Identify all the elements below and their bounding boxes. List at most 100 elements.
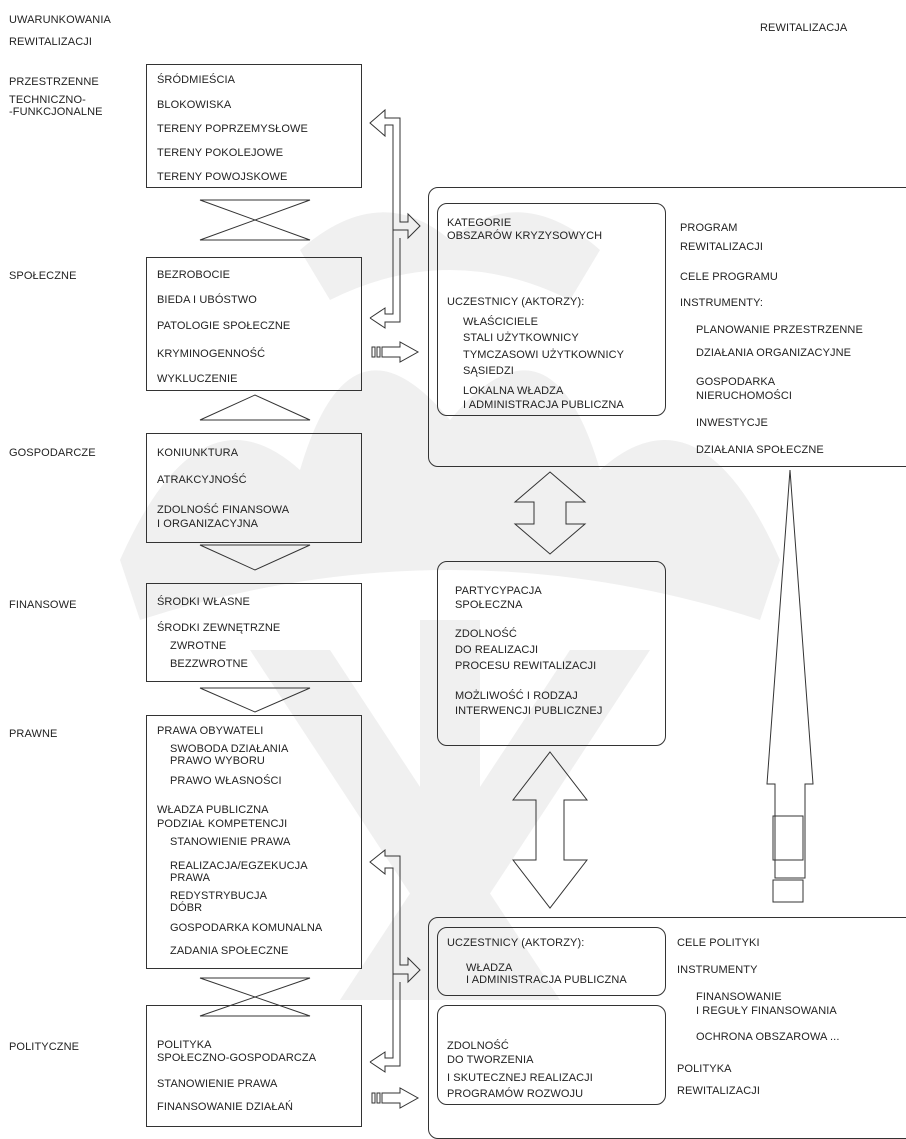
finansowe-item: ZWROTNE [170, 640, 227, 652]
middle-item: PROCESU REWITALIZACJI [455, 660, 597, 672]
cat-finansowe: FINANSOWE [9, 599, 77, 611]
box-middle [437, 561, 666, 746]
polityczne-item: POLITYKA [157, 1039, 212, 1051]
cat-prawne: PRAWNE [9, 728, 58, 740]
bracket-arrow-top-bottom [369, 230, 394, 319]
prawne-item: WŁADZA PUBLICZNA [157, 804, 269, 816]
prawne-item: PRAWO WŁASNOŚCI [170, 775, 282, 787]
program-item: NIERUCHOMOŚCI [696, 390, 793, 402]
kryzys-uczestnicy: UCZESTNICY (AKTORZY): [447, 296, 585, 308]
kryzys-item: I ADMINISTRACJA PUBLICZNA [463, 399, 624, 411]
przestrzenne-item: BLOKOWISKA [157, 99, 232, 111]
middle-item: INTERWENCJI PUBLICZNEJ [455, 705, 603, 717]
down-arrow-1 [199, 544, 311, 571]
polityka-instrumenty: INSTRUMENTY [677, 964, 758, 976]
striped-arrow-1 [371, 341, 420, 363]
header-right: REWITALIZACJA [760, 22, 848, 34]
kryzys-title-1: KATEGORIE [447, 217, 512, 229]
program-item: DZIAŁANIA SPOŁECZNE [696, 444, 824, 456]
middle-item: DO REALIZACJI [455, 644, 539, 656]
bottom-zdolnosc-item: DO TWORZENIA [447, 1054, 534, 1066]
prawne-item: PRAWA OBYWATELI [157, 725, 264, 737]
polityka-item: FINANSOWANIE [696, 991, 782, 1003]
program-item: PLANOWANIE PRZESTRZENNE [696, 324, 863, 336]
program-instrumenty: INSTRUMENTY: [680, 297, 764, 309]
bracket-arrow-top [369, 108, 421, 240]
box-bottom-zdolnosc [437, 1005, 666, 1105]
przestrzenne-item: TERENY POKOLEJOWE [157, 147, 284, 159]
cross-connector-1 [199, 199, 311, 241]
przestrzenne-item: TERENY POWOJSKOWE [157, 171, 288, 183]
gospodarcze-item: I ORGANIZACYJNA [157, 518, 259, 530]
bottom-uczestnicy-item: I ADMINISTRACJA PUBLICZNA [466, 974, 627, 986]
program-item: INWESTYCJE [696, 417, 768, 429]
down-arrow-2 [199, 687, 311, 713]
bottom-zdolnosc-item: ZDOLNOŚĆ [447, 1040, 509, 1052]
bracket-arrow-bottom [369, 848, 421, 984]
kryzys-item: LOKALNA WŁADZA [463, 385, 564, 397]
middle-item: PARTYCYPACJA [455, 585, 542, 597]
spoleczne-item: BEZROBOCIE [157, 269, 231, 281]
program-item: GOSPODARKA [696, 376, 776, 388]
header-left-line2: REWITALIZACJI [9, 36, 92, 48]
bracket-arrow-bottom-low-2 [369, 982, 401, 1073]
program-title-2: REWITALIZACJI [680, 241, 763, 253]
prawne-item: REDYSTRYBUCJA [170, 890, 268, 902]
polityczne-item: SPOŁECZNO-GOSPODARCZA [157, 1052, 317, 1064]
polityka-footer-1: POLITYKA [677, 1063, 732, 1075]
box-spoleczne [146, 257, 362, 391]
kryzys-item: TYMCZASOWI UŻYTKOWNICY [463, 349, 625, 361]
middle-item: MOŻLIWOŚĆ I RODZAJ [455, 690, 578, 702]
prawne-item: PRAWA [170, 872, 211, 884]
bracket-arrow-bottom-low [369, 974, 394, 1063]
program-title-1: PROGRAM [680, 222, 738, 234]
spoleczne-item: PATOLOGIE SPOŁECZNE [157, 320, 291, 332]
kryzys-title-2: OBSZARÓW KRYZYSOWYCH [447, 230, 603, 242]
spoleczne-item: WYKLUCZENIE [157, 373, 238, 385]
przestrzenne-item: ŚRÓDMIEŚCIA [157, 74, 236, 86]
kryzys-item: SĄSIEDZI [463, 365, 514, 377]
prawne-item: GOSPODARKA KOMUNALNA [170, 922, 323, 934]
polityczne-item: STANOWIENIE PRAWA [157, 1078, 278, 1090]
double-arrow-lower [511, 751, 589, 909]
spoleczne-item: BIEDA I UBÓSTWO [157, 294, 257, 306]
polityczne-item: FINANSOWANIE DZIAŁAŃ [157, 1101, 294, 1113]
cat-spoleczne: SPOŁECZNE [9, 270, 77, 282]
bottom-zdolnosc-item: I SKUTECZNEJ REALIZACJI [447, 1072, 593, 1084]
polityka-item: OCHRONA OBSZAROWA ... [696, 1031, 840, 1043]
box-kryzys [437, 203, 666, 416]
tall-up-arrow [766, 469, 814, 879]
cat-polityczne: POLITYCZNE [9, 1041, 80, 1053]
cat-przestrzenne-2: TECHNICZNO- [9, 94, 86, 106]
bottom-uczestnicy-item: WŁADZA [466, 962, 513, 974]
box-gospodarcze [146, 433, 362, 543]
finansowe-item: ŚRODKI ZEWNĘTRZNE [157, 622, 281, 634]
box-prawne [146, 715, 362, 969]
polityka-item: I REGUŁY FINANSOWANIA [696, 1005, 837, 1017]
prawne-item: DÓBR [170, 902, 203, 914]
prawne-item: ZADANIA SPOŁECZNE [170, 945, 289, 957]
program-item: DZIAŁANIA ORGANIZACYJNE [696, 347, 852, 359]
gospodarcze-item: KONIUNKTURA [157, 447, 239, 459]
middle-item: SPOŁECZNA [455, 599, 523, 611]
polityka-footer-2: REWITALIZACJI [677, 1085, 760, 1097]
tall-arrow-segment-2 [772, 879, 804, 903]
cat-przestrzenne-3: -FUNKCJONALNE [9, 106, 103, 118]
up-arrow [199, 394, 311, 421]
finansowe-item: BEZZWROTNE [170, 658, 248, 670]
middle-item: ZDOLNOŚĆ [455, 628, 517, 640]
box-bottom-uczestnicy [437, 927, 666, 996]
bracket-arrow-top-bottom-2 [369, 238, 401, 329]
striped-arrow-2 [371, 1087, 420, 1109]
bottom-uczestnicy-title: UCZESTNICY (AKTORZY): [447, 937, 585, 949]
prawne-item: PODZIAŁ KOMPETENCJI [157, 818, 288, 830]
program-cele: CELE PROGRAMU [680, 271, 778, 283]
box-finansowe [146, 583, 362, 682]
cross-connector-2 [199, 977, 311, 1017]
cat-gospodarcze: GOSPODARCZE [9, 447, 96, 459]
przestrzenne-item: TERENY POPRZEMYSŁOWE [157, 123, 308, 135]
cat-przestrzenne-1: PRZESTRZENNE [9, 76, 99, 88]
gospodarcze-item: ZDOLNOŚĆ FINANSOWA [157, 504, 290, 516]
kryzys-item: STALI UŻYTKOWNICY [463, 332, 579, 344]
